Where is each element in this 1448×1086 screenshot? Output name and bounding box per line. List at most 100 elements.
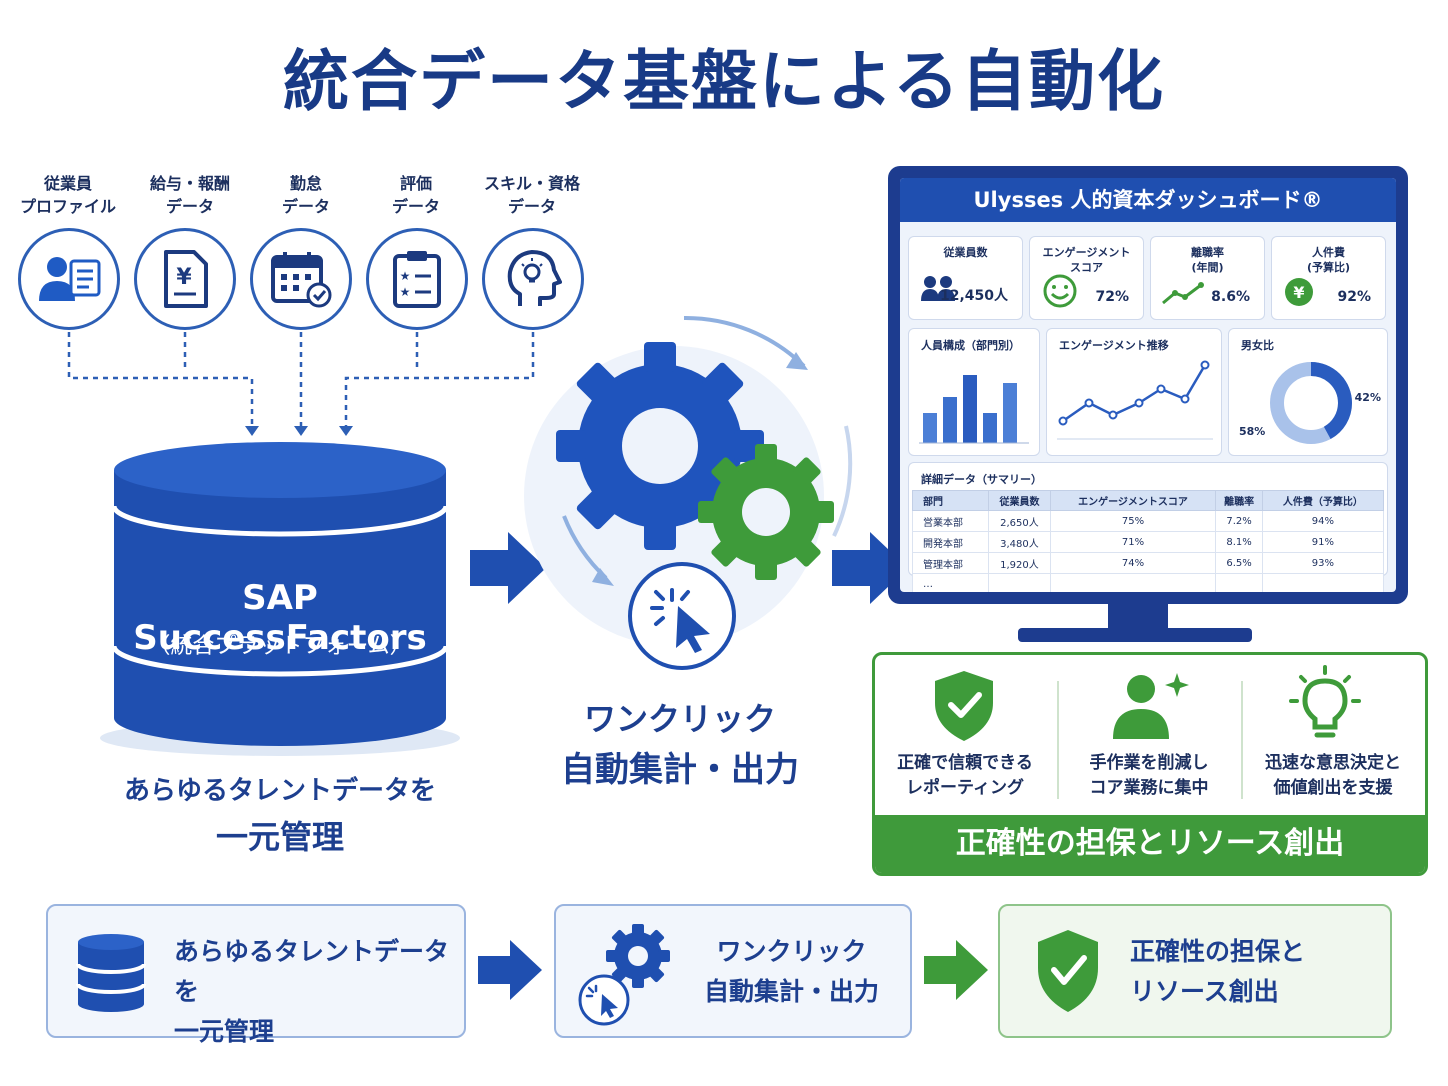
evaluation-clipboard-icon: ★★ <box>393 251 441 308</box>
flow-step-text: 正確性の担保と リソース創出 <box>1130 932 1305 1012</box>
table-header-row: 部門 従業員数 エンゲージメントスコア 離職率 人件費（予算比） <box>911 490 1385 511</box>
kpi-label: 人件費 (予算比) <box>1306 246 1351 274</box>
person-sparkle-icon <box>1113 673 1189 739</box>
kpi-card-labor-cost: 人件費 (予算比) ¥ 92% <box>1271 236 1386 320</box>
benefits-footer: 正確性の担保とリソース創出 <box>875 815 1425 873</box>
shield-check-icon <box>935 671 993 741</box>
source-label-profile: 従業員 プロファイル <box>0 172 138 218</box>
table-header: 離職率 <box>1215 490 1263 511</box>
employee-profile-icon <box>39 257 101 301</box>
green-gear-icon <box>698 444 834 580</box>
table-cell: 営業本部 <box>911 510 990 532</box>
panel-gender: 男女比 42% 58% <box>1228 328 1388 456</box>
table-row: 営業本部 2,650人 75% 7.2% 94% <box>911 510 1385 532</box>
kpi-card-turnover: 離職率 (年間) 8.6% <box>1150 236 1265 320</box>
table-cell: 管理本部 <box>911 552 990 574</box>
donut-chart <box>1270 362 1352 444</box>
smile-icon <box>1043 274 1077 308</box>
kpi-card-employees: 従業員数 12,450人 <box>908 236 1023 320</box>
summary-table: 部門 従業員数 エンゲージメントスコア 離職率 人件費（予算比） 営業本部 2,… <box>911 490 1385 592</box>
source-circle-skills <box>482 228 584 330</box>
kpi-label: 従業員数 <box>943 246 988 259</box>
panel-title: エンゲージメント推移 <box>1059 339 1169 352</box>
svg-text:★: ★ <box>400 269 411 283</box>
source-label-attendance: 勤怠 データ <box>236 172 376 218</box>
source-circle-payroll: ¥ <box>134 228 236 330</box>
panel-trend: エンゲージメント推移 <box>1046 328 1222 456</box>
arrow-right-icon <box>478 940 542 1000</box>
gear-cursor-icon <box>578 924 670 1026</box>
flow-line1: あらゆるタレントデータを <box>174 937 450 1006</box>
gender-label-b: 58% <box>1239 425 1266 438</box>
table-cell: … <box>911 573 990 592</box>
page-title: 統合データ基盤による自動化 <box>282 43 1166 120</box>
benefit-line1: 手作業を削減し <box>1089 753 1209 773</box>
source-label-text: 給与・報酬 データ <box>149 174 230 216</box>
table-cell <box>1261 573 1385 592</box>
kpi-value: 72% <box>1095 289 1129 305</box>
payroll-document-icon: ¥ <box>164 250 208 308</box>
gender-label-a: 42% <box>1354 391 1381 404</box>
database-icon <box>76 934 146 1012</box>
trend-line-icon <box>1162 282 1204 305</box>
benefit-decision: 迅速な意思決定と 価値創出を支援 <box>1243 751 1423 801</box>
table-cell: 8.1% <box>1215 531 1263 553</box>
dashboard-screen: Ulysses 人的資本ダッシュボード® 従業員数 12,450人 エンゲージメ… <box>900 178 1396 592</box>
table-header: 従業員数 <box>988 490 1051 511</box>
panel-composition: 人員構成（部門別） <box>908 328 1040 456</box>
yen-coin-icon: ¥ <box>1285 278 1313 306</box>
benefit-line2: レポーティング <box>906 778 1024 798</box>
table-cell: 75% <box>1049 510 1217 532</box>
kpi-value: 12,450人 <box>939 288 1008 304</box>
dashboard-title: Ulysses 人的資本ダッシュボード® <box>900 178 1396 222</box>
table-cell: 71% <box>1049 531 1217 553</box>
flow-line2: 一元管理 <box>174 1017 275 1046</box>
dashboard-monitor: Ulysses 人的資本ダッシュボード® 従業員数 12,450人 エンゲージメ… <box>888 166 1408 604</box>
kpi-label: エンゲージメント スコア <box>1042 246 1131 274</box>
source-label-text: 勤怠 データ <box>281 174 330 216</box>
table-cell: 93% <box>1261 552 1385 574</box>
flow-line2: リソース創出 <box>1130 977 1279 1006</box>
database-subtitle: （統合プラットフォーム） <box>148 634 412 659</box>
table-cell: 7.2% <box>1215 510 1263 532</box>
svg-text:¥: ¥ <box>176 265 192 290</box>
benefit-efficiency: 手作業を削減し コア業務に集中 <box>1059 751 1239 801</box>
arrow-right-icon <box>470 532 546 604</box>
automation-caption-line2: 自動集計・出力 <box>561 750 799 790</box>
lightbulb-icon <box>1289 665 1361 738</box>
svg-text:★: ★ <box>400 285 411 299</box>
table-row: … <box>911 573 1385 592</box>
calendar-check-icon <box>271 252 332 308</box>
panel-title: 詳細データ（サマリー） <box>921 473 1042 486</box>
flow-step-text: ワンクリック 自動集計・出力 <box>704 932 879 1012</box>
benefit-line2: コア業務に集中 <box>1089 778 1209 798</box>
benefit-line1: 迅速な意思決定と <box>1265 753 1401 773</box>
line-chart-icon <box>1057 360 1213 440</box>
flow-line1: 正確性の担保と <box>1130 937 1306 966</box>
flow-line1: ワンクリック <box>716 937 867 966</box>
database-name: SAP SuccessFactors <box>133 578 427 658</box>
table-cell: 94% <box>1261 510 1385 532</box>
benefit-line1: 正確で信頼できる <box>897 753 1033 773</box>
kpi-card-engagement: エンゲージメント スコア 72% <box>1029 236 1144 320</box>
svg-text:¥: ¥ <box>1293 283 1304 302</box>
kpi-value: 92% <box>1337 289 1371 305</box>
table-header: エンゲージメントスコア <box>1049 490 1217 511</box>
source-circle-profile <box>18 228 120 330</box>
source-label-text: 従業員 プロファイル <box>19 174 116 216</box>
table-row: 管理本部 1,920人 74% 6.5% 93% <box>911 552 1385 574</box>
table-cell: 2,650人 <box>988 510 1051 532</box>
source-circle-attendance <box>250 228 352 330</box>
people-icon <box>921 276 955 301</box>
source-label-evaluation: 評価 データ <box>346 172 486 218</box>
source-label-skills: スキル・資格 データ <box>462 172 602 218</box>
table-cell <box>1215 573 1263 592</box>
benefit-divider <box>1057 681 1059 799</box>
source-circle-evaluation: ★★ <box>366 228 468 330</box>
benefit-line2: 価値創出を支援 <box>1273 778 1393 798</box>
table-cell: 3,480人 <box>988 531 1051 553</box>
arrow-right-icon <box>924 940 988 1000</box>
blue-gear-icon <box>556 342 764 550</box>
source-label-text: スキル・資格 データ <box>483 174 580 216</box>
head-lightbulb-icon <box>507 250 562 306</box>
